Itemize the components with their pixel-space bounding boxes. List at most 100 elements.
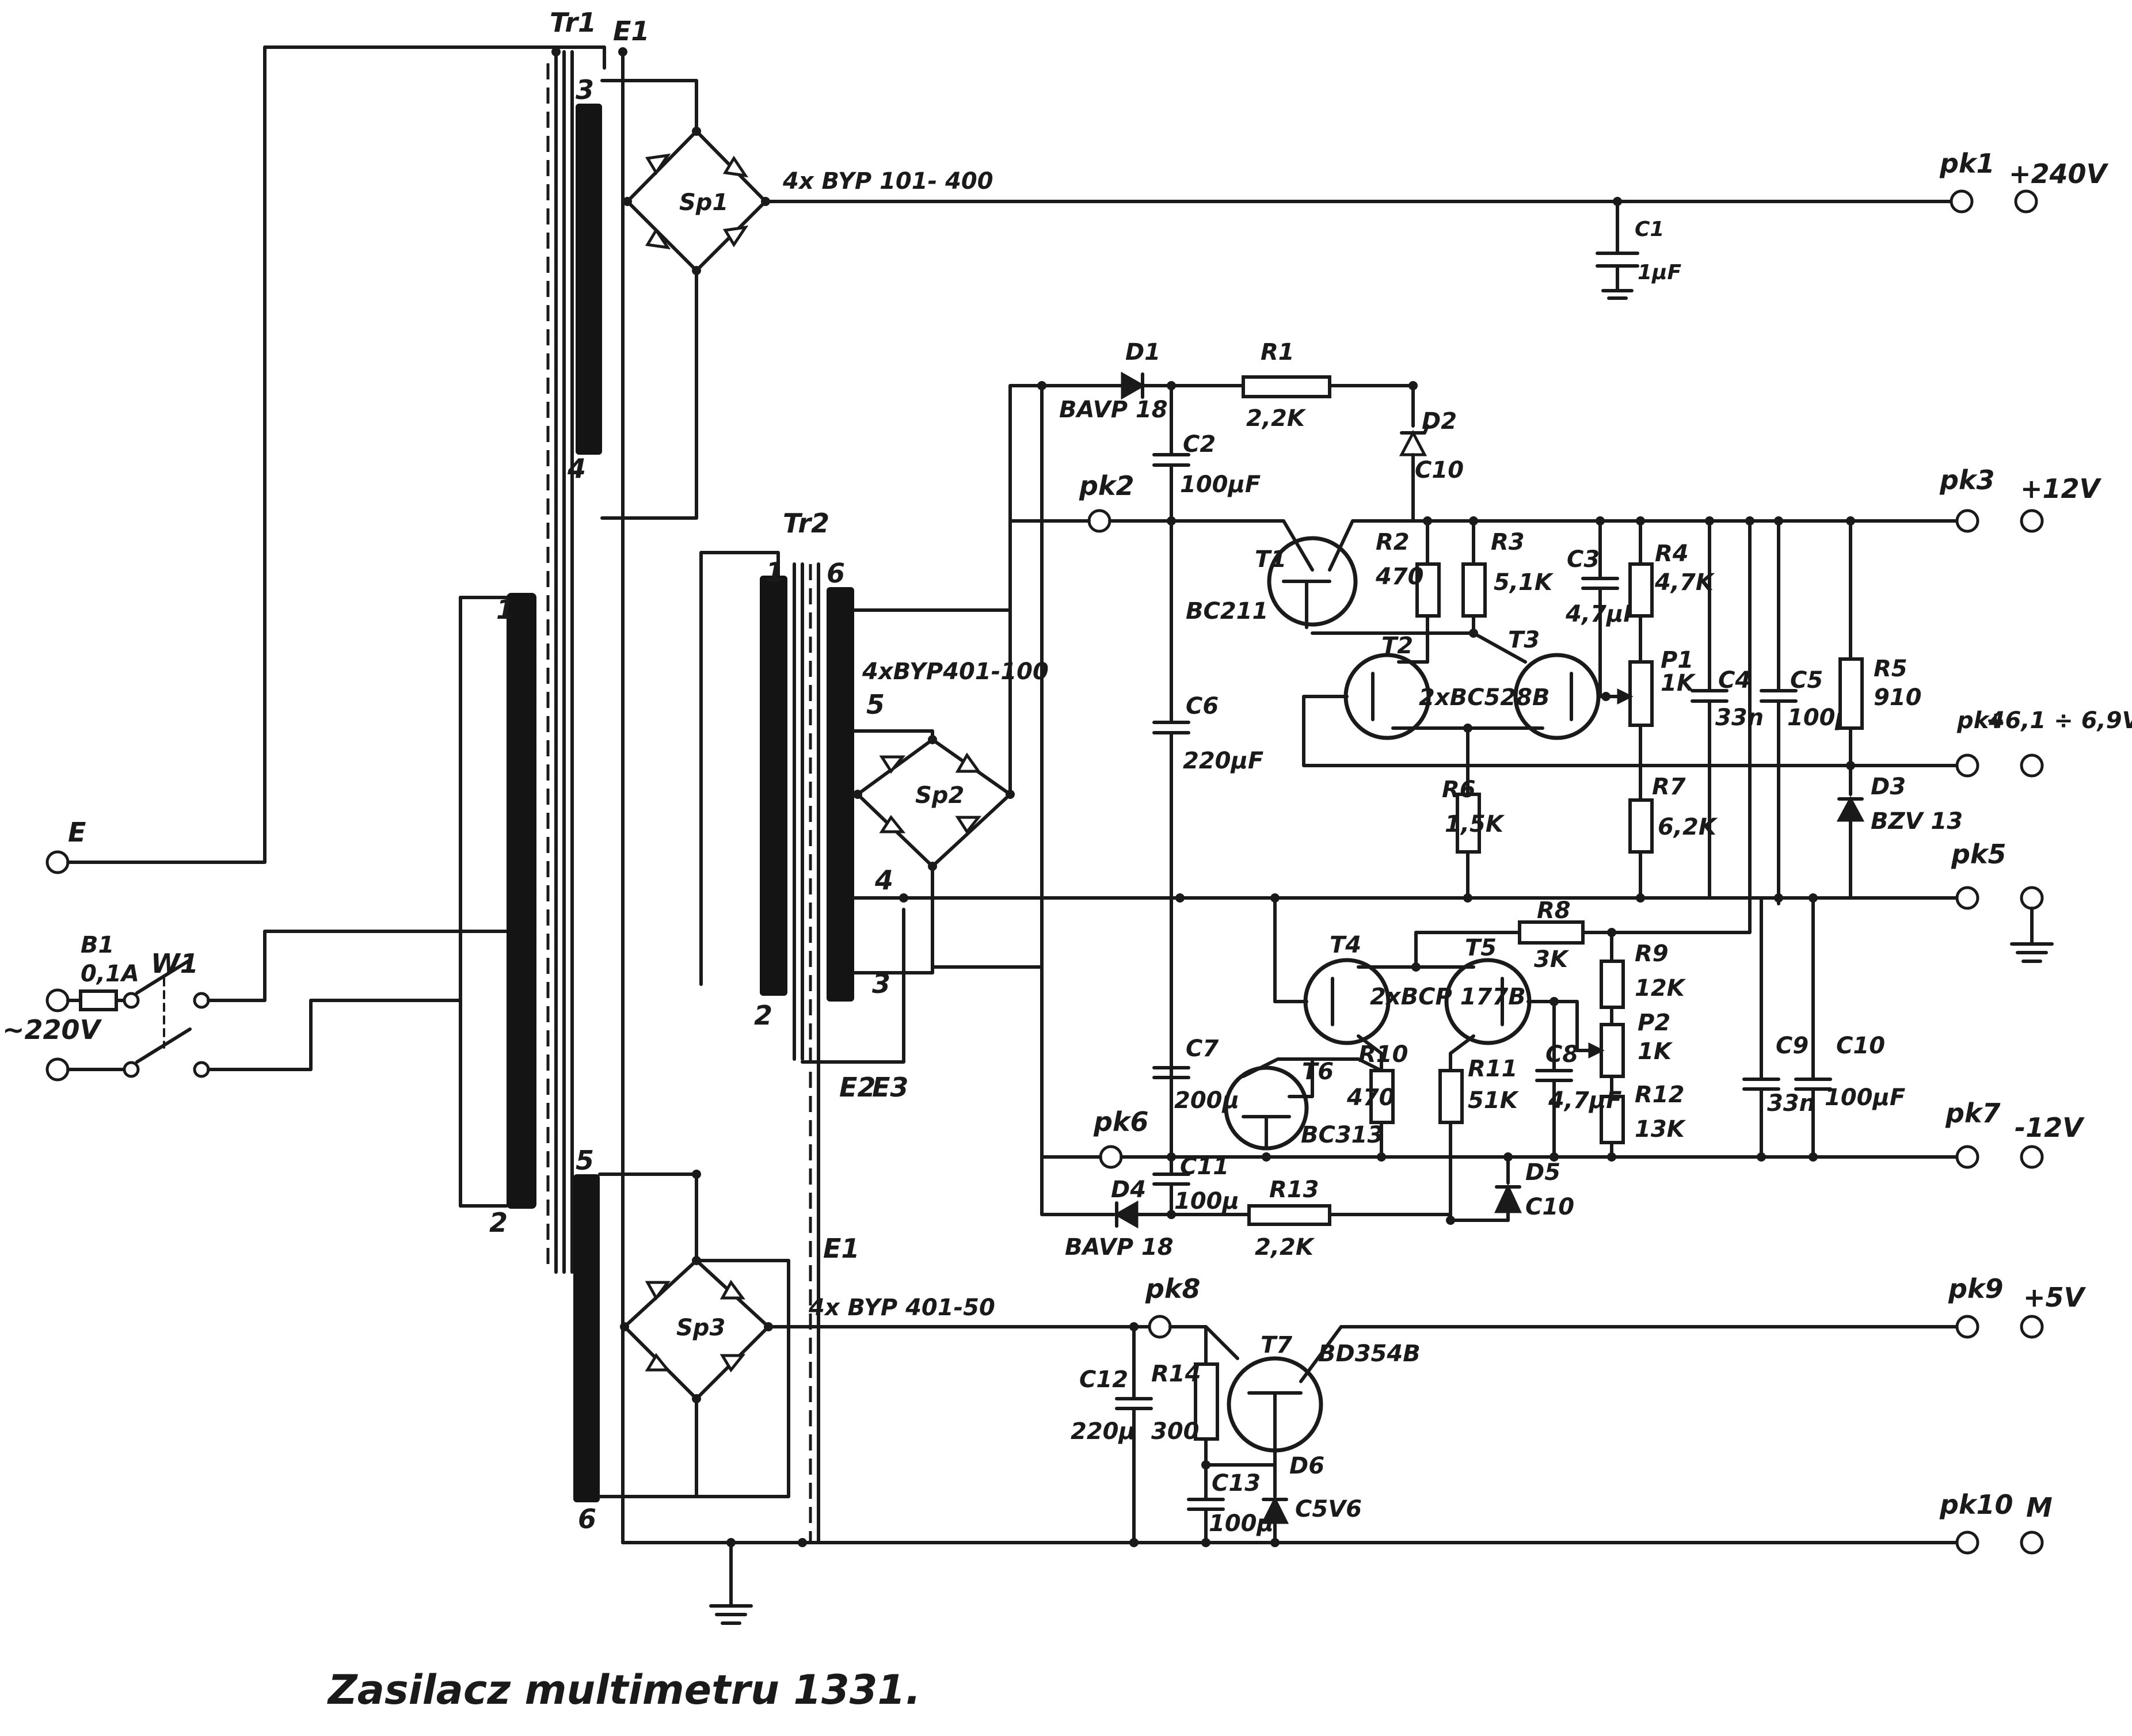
mains-terminal-1[interactable] (45, 988, 70, 1012)
c8-value: 4,7µF (1548, 1087, 1622, 1114)
output-m-label: M (2026, 1492, 2053, 1523)
sp3-type: 4x BYP 401-50 (808, 1295, 995, 1321)
earth-wire (66, 45, 606, 864)
c8-ref: C8 (1545, 1041, 1578, 1068)
svg-text:2: 2 (489, 1207, 508, 1238)
common-m-bus: pk10 M (621, 1489, 2053, 1625)
p2-potentiometer[interactable] (1600, 1023, 1625, 1078)
c2-value: 100µF (1180, 471, 1261, 498)
c11-value: 100µ (1174, 1188, 1239, 1215)
output-pk3-label: pk3 (1939, 465, 1995, 496)
c4-value: 33n (1715, 705, 1764, 731)
r3-resistor (1461, 562, 1487, 618)
r8-ref: R8 (1537, 897, 1571, 924)
c1-ref: C1 (1635, 218, 1664, 241)
sp1-diode-b (722, 155, 749, 178)
switch-ref: W1 (151, 948, 199, 979)
t2-transistor (1343, 653, 1431, 740)
d6-ref: D6 (1289, 1453, 1324, 1479)
sp3-ref: Sp3 (676, 1315, 725, 1341)
c5-ref: C5 (1790, 667, 1823, 694)
sp2-ref: Sp2 (915, 782, 964, 809)
switch-blade-1[interactable] (135, 958, 192, 995)
r13-resistor (1247, 1204, 1331, 1226)
output-pk1-terminal[interactable] (1950, 189, 1974, 214)
r11-ref: R11 (1468, 1056, 1517, 1082)
t1-type: BC211 (1186, 598, 1268, 625)
t23-type: 2xBC528B (1419, 684, 1549, 711)
r8-resistor (1518, 920, 1585, 945)
r14-ref: R14 (1151, 1361, 1201, 1387)
mains-input-label: ~220V (2, 1014, 102, 1045)
mains-terminal-2[interactable] (45, 1057, 70, 1082)
schematic-title: Zasilacz multimetru 1331. (327, 1666, 921, 1714)
d2-ref: D2 (1422, 408, 1457, 435)
tr2-primary-winding (760, 576, 787, 996)
sp1-diode-c (645, 227, 671, 250)
sp1-diode-a (645, 153, 671, 176)
transformer-tr2: Tr2 1 2 6 5 4 3 E2 E3 E1 (699, 508, 908, 1544)
output-pk5-terminal[interactable] (1955, 886, 1979, 910)
r6-value: 1,5K (1445, 811, 1505, 837)
output-pk1-label: pk1 (1939, 148, 1995, 179)
output-pk7-label: pk7 (1945, 1098, 2001, 1129)
test-point-pk8[interactable] (1148, 1315, 1172, 1339)
r7-resistor (1628, 798, 1654, 854)
r9-resistor (1600, 960, 1625, 1009)
output-pk9-terminal[interactable] (1955, 1315, 1979, 1339)
c3-value: 4,7µF (1565, 601, 1639, 627)
p1-potentiometer[interactable] (1628, 660, 1654, 727)
r13-ref: R13 (1269, 1177, 1319, 1203)
fuse (79, 989, 118, 1011)
transformer-tr1: 1 2 Tr1 E1 3 4 5 6 (459, 7, 649, 1544)
r1-value: 2,2K (1246, 405, 1307, 432)
c7-value: 200µ (1174, 1087, 1239, 1114)
t7-ref: T7 (1261, 1332, 1292, 1358)
c2-ref: C2 (1183, 431, 1216, 458)
r11-value: 51K (1468, 1087, 1520, 1114)
r2-resistor (1415, 562, 1441, 618)
r3-ref: R3 (1491, 529, 1525, 555)
t6-type: BC313 (1301, 1122, 1383, 1148)
d6-type: C5V6 (1295, 1496, 1362, 1522)
negative-regulator: R8 3K T4 T5 2xBCP 177B R9 12K P2 1K R12 (1040, 896, 2085, 1261)
r1-resistor (1242, 375, 1331, 398)
r5-resistor (1838, 657, 1864, 730)
positive-regulator: D1 BAVP 18 R1 2,2K D2 C10 C2 100µF pk2 B… (1008, 339, 2132, 1216)
tr2-secondary-winding (827, 587, 854, 1002)
test-point-pk2[interactable] (1087, 509, 1111, 533)
c6-ref: C6 (1186, 693, 1219, 719)
r8-value: 3K (1534, 946, 1570, 973)
tr2-screen-e3: E3 (872, 1072, 908, 1103)
svg-text:5: 5 (576, 1145, 594, 1176)
r9-value: 12K (1635, 975, 1686, 1002)
t3-ref: T3 (1508, 627, 1540, 653)
d3-ref: D3 (1871, 774, 1906, 800)
tr2-screen-e2: E2 (839, 1072, 875, 1103)
t1-ref: T1 (1255, 546, 1286, 573)
output-pk3-terminal[interactable] (1955, 509, 1979, 533)
svg-text:4: 4 (874, 865, 893, 896)
c13-ref: C13 (1212, 1470, 1261, 1497)
output-pk4-terminal[interactable] (1955, 753, 1979, 778)
output-pk10-terminal[interactable] (1955, 1531, 1979, 1555)
svg-text:6: 6 (827, 558, 845, 589)
r4-ref: R4 (1655, 540, 1689, 567)
r13-value: 2,2K (1255, 1234, 1315, 1261)
t6-ref: T6 (1302, 1059, 1334, 1085)
earth-terminal[interactable] (45, 850, 70, 874)
p2-ref: P2 (1638, 1010, 1670, 1036)
p2-value: 1K (1638, 1038, 1673, 1065)
output-pk7-terminal[interactable] (1955, 1145, 1979, 1169)
ground-bus: pk5 (902, 839, 2054, 963)
c10-value: 100µF (1825, 1084, 1905, 1111)
output-pk9-voltage: +5V (2023, 1282, 2087, 1313)
test-point-pk6[interactable] (1099, 1145, 1123, 1169)
d3-zener (1836, 795, 1865, 822)
svg-text:5: 5 (866, 689, 885, 720)
c9-ref: C9 (1776, 1033, 1809, 1059)
c12-value: 220µ (1071, 1418, 1136, 1445)
r3-value: 5,1K (1494, 569, 1554, 596)
output-pk4-label: pk4 (1956, 707, 2005, 734)
